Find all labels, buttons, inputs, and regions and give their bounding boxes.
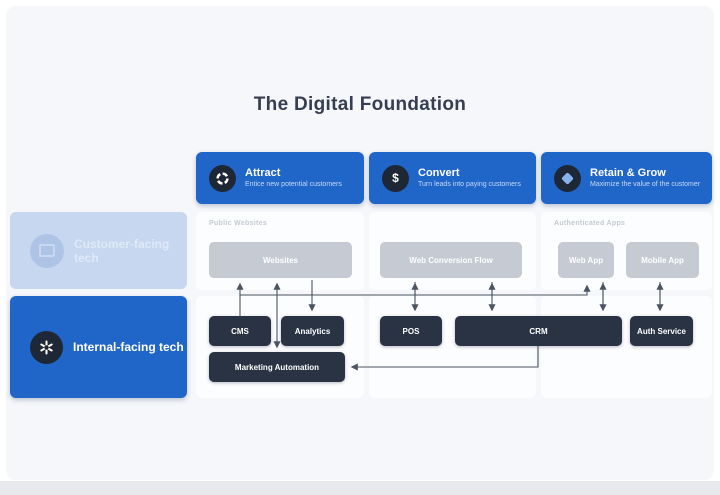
stage-label: Convert bbox=[418, 166, 460, 179]
bottom-strip bbox=[0, 481, 720, 495]
stage-card-convert: $ Convert Turn leads into paying custome… bbox=[369, 152, 536, 204]
panel-attract-internal-row bbox=[196, 296, 364, 398]
stage-subtitle: Entice new potential customers bbox=[245, 180, 342, 188]
dollar-coin-icon: $ bbox=[382, 164, 409, 192]
aperture-icon bbox=[209, 164, 236, 192]
node-web-conversion-flow: Web Conversion Flow bbox=[380, 242, 522, 278]
hub-icon bbox=[30, 330, 63, 364]
section-label-authenticated-apps: Authenticated Apps bbox=[554, 220, 626, 227]
node-analytics: Analytics bbox=[281, 316, 344, 346]
stage-subtitle: Turn leads into paying customers bbox=[418, 180, 521, 188]
row-label: Internal-facing tech bbox=[73, 340, 184, 354]
node-web-app: Web App bbox=[558, 242, 614, 278]
stage-label: Attract bbox=[245, 166, 281, 179]
node-websites: Websites bbox=[209, 242, 352, 278]
row-label: Customer-facing tech bbox=[74, 236, 170, 265]
stage-card-retain-grow: Retain & Grow Maximize the value of the … bbox=[541, 152, 712, 204]
stage-card-attract: Attract Entice new potential customers bbox=[196, 152, 364, 204]
panel-retain-internal-row bbox=[541, 296, 712, 398]
section-label-public-websites: Public Websites bbox=[209, 220, 268, 227]
row-card-internal-facing-tech: Internal-facing tech bbox=[10, 296, 187, 398]
node-pos: POS bbox=[380, 316, 442, 346]
screen-icon bbox=[30, 233, 64, 268]
page-title: The Digital Foundation bbox=[253, 94, 467, 115]
row-card-customer-facing-tech: Customer-facing tech bbox=[10, 212, 187, 289]
gem-icon bbox=[554, 164, 581, 192]
node-mobile-app: Mobile App bbox=[626, 242, 699, 278]
node-auth-service: Auth Service bbox=[630, 316, 693, 346]
stage-subtitle: Maximize the value of the customer bbox=[590, 180, 701, 188]
node-cms: CMS bbox=[209, 316, 271, 346]
panel-convert-internal-row bbox=[369, 296, 536, 398]
node-marketing-automation: Marketing Automation bbox=[209, 352, 345, 382]
stage-label: Retain & Grow bbox=[590, 166, 666, 179]
node-crm: CRM bbox=[455, 316, 622, 346]
